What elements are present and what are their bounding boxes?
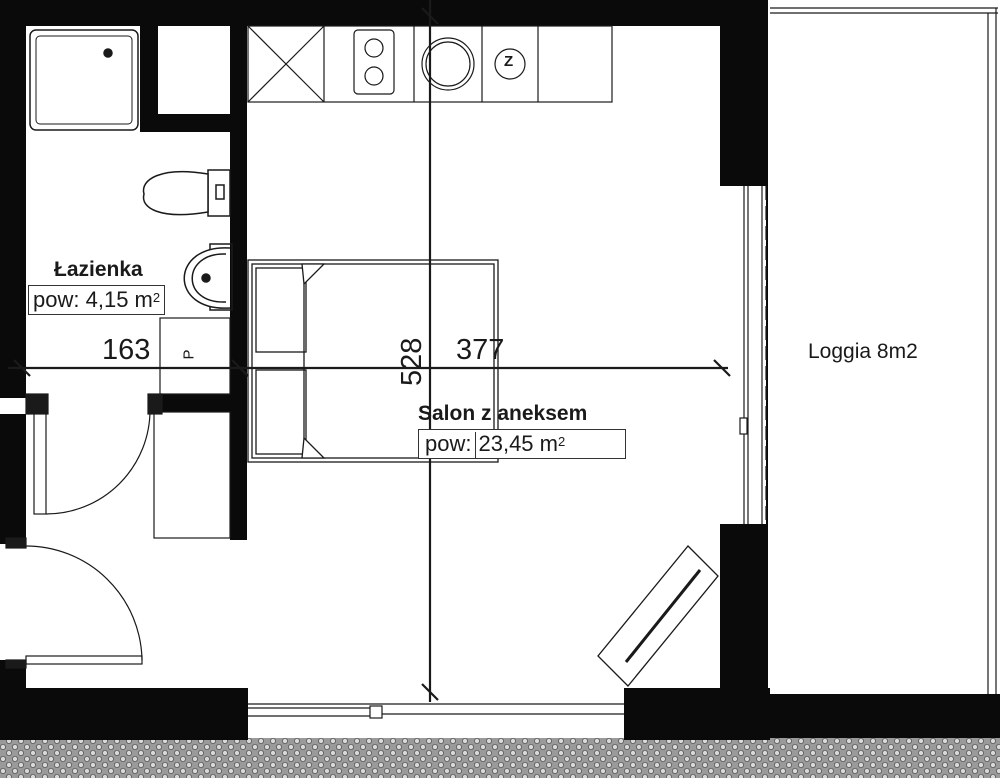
living-room-area-exponent: 2 <box>557 434 566 449</box>
bed <box>247 259 499 463</box>
shower-tray <box>29 29 139 131</box>
living-room-area-prefix: pow: <box>425 431 472 456</box>
bathroom-area-value: 4,15 m <box>85 287 153 312</box>
wardrobe <box>153 411 231 539</box>
loggia-outline <box>770 7 998 694</box>
hob-symbol: Z <box>504 53 514 70</box>
dimension-height: 528 <box>396 337 428 386</box>
bathroom-name: Łazienka <box>54 258 143 281</box>
walls <box>0 0 1000 740</box>
technical-shaft <box>159 317 231 395</box>
dimension-living-width: 377 <box>456 334 505 366</box>
bathroom-area-exponent: 2 <box>152 290 161 305</box>
living-room-name: Salon z aneksem <box>418 402 588 425</box>
bathroom-area: pow: 4,15 m2 <box>28 285 166 315</box>
bathroom-door <box>25 393 163 515</box>
desk <box>597 545 719 687</box>
balcony-door <box>739 186 767 524</box>
entrance-door <box>0 537 143 669</box>
washbasin <box>183 243 233 311</box>
living-room-area-value: 23,45 m <box>478 431 558 456</box>
shaft-label: P <box>180 349 198 360</box>
bathroom-area-prefix: pow: <box>33 287 80 312</box>
dimension-lines <box>8 0 731 702</box>
bottom-window <box>248 692 624 738</box>
dimension-bathroom-width: 163 <box>102 334 151 366</box>
ground-strip <box>0 738 1000 778</box>
living-room-area: pow:23,45 m2 <box>418 429 626 460</box>
loggia-name: Loggia 8m2 <box>808 340 918 363</box>
toilet <box>142 169 231 217</box>
